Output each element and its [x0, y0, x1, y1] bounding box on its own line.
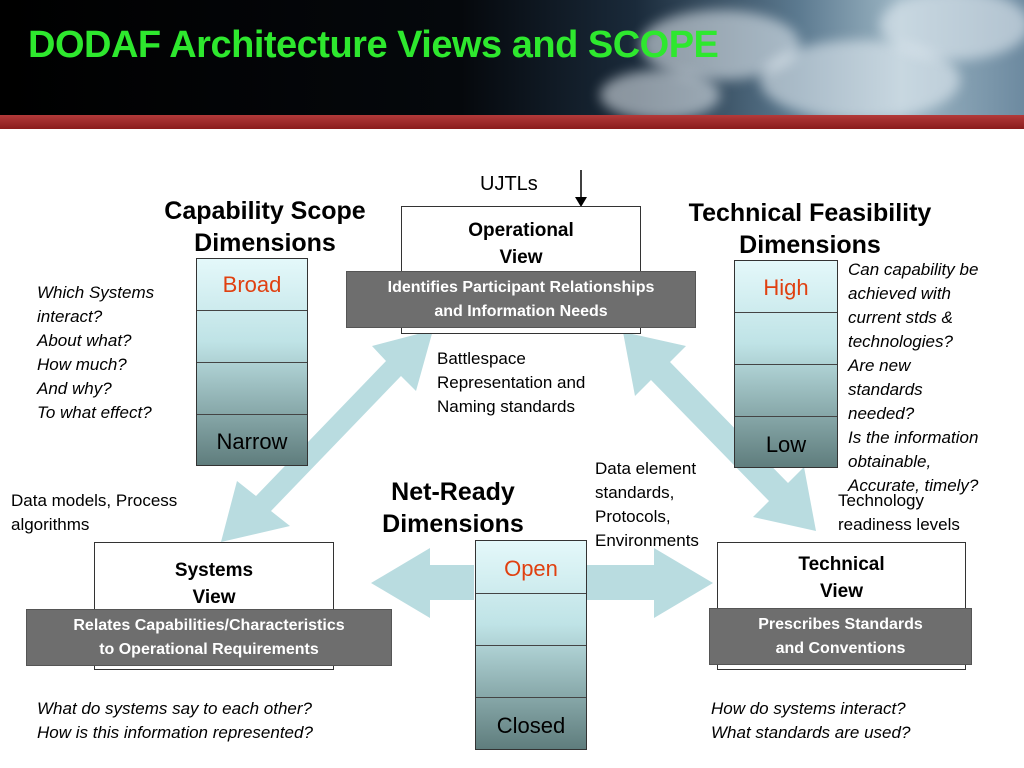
- capability-scope-heading: Capability Scope Dimensions: [130, 195, 400, 259]
- operational-banner-line: Identifies Participant Relationships: [387, 278, 655, 296]
- technical-feasibility-heading: Technical Feasibility Dimensions: [650, 197, 970, 261]
- question-line: interact?: [37, 307, 103, 326]
- earth-cloud: [600, 70, 720, 115]
- question-line: Can capability be: [848, 260, 979, 279]
- feasibility-heading-line: Technical Feasibility: [688, 199, 932, 227]
- scale-segment: [197, 310, 307, 362]
- feasibility-scale-bottom-label: Low: [765, 432, 807, 457]
- question-line: How do systems interact?: [711, 699, 906, 718]
- technical-banner-line: and Conventions: [775, 639, 906, 657]
- feasibility-questions: Can capability be achieved with current …: [848, 258, 978, 498]
- scale-segment: [476, 593, 586, 645]
- question-line: Which Systems: [37, 283, 155, 302]
- ujtls-label: UJTLs: [480, 173, 538, 195]
- net-ready-heading-line: Dimensions: [382, 510, 524, 538]
- technology-readiness-label: Technology readiness levels: [838, 489, 960, 537]
- scale-segment: [476, 645, 586, 697]
- capability-questions: Which Systems interact? About what? How …: [37, 281, 154, 425]
- question-line: To what effect?: [37, 403, 152, 422]
- arrow-label-line: Environments: [595, 531, 699, 550]
- scale-segment: [735, 312, 837, 364]
- scale-segment: [197, 362, 307, 414]
- question-line: What standards are used?: [711, 723, 911, 742]
- capability-heading-line: Dimensions: [194, 229, 336, 257]
- question-line: needed?: [848, 404, 915, 423]
- net-ready-scale-bottom-label: Closed: [496, 713, 566, 738]
- systems-banner-line: to Operational Requirements: [99, 640, 319, 658]
- arrow-label-line: algorithms: [11, 515, 90, 534]
- feasibility-heading-line: Dimensions: [739, 231, 881, 259]
- technical-view-questions: How do systems interact? What standards …: [711, 697, 910, 745]
- arrow-label-line: Data models, Process: [11, 491, 178, 510]
- capability-scope-scale: Broad Narrow: [196, 258, 308, 466]
- ov-sv-double-arrow: [221, 330, 433, 542]
- net-ready-scale-top-label: Open: [504, 556, 558, 581]
- systems-banner-line: Relates Capabilities/Characteristics: [73, 616, 345, 634]
- operational-view-title-line: Operational: [468, 220, 574, 241]
- scale-segment: [197, 414, 307, 465]
- question-line: How is this information represented?: [37, 723, 313, 742]
- arrow-label-line: Protocols,: [595, 507, 671, 526]
- sv-tv-double-arrow-right: [586, 548, 713, 618]
- question-line: current stds &: [848, 308, 953, 327]
- question-line: What do systems say to each other?: [37, 699, 312, 718]
- systems-view-title-line: Systems: [174, 560, 254, 581]
- sv-tv-arrow-label: Data element standards, Protocols, Envir…: [595, 457, 699, 553]
- technical-view-title-line: Technical: [798, 554, 885, 575]
- question-line: standards: [848, 380, 923, 399]
- arrow-label-line: Representation and: [437, 373, 586, 392]
- net-ready-heading: Net-Ready Dimensions: [348, 476, 558, 540]
- earth-cloud: [880, 0, 1024, 60]
- question-line: About what?: [37, 331, 132, 350]
- systems-view-title: Systems View: [95, 557, 333, 611]
- question-line: Is the information: [848, 428, 979, 447]
- arrow-label-line: Technology: [838, 491, 925, 510]
- question-line: technologies?: [848, 332, 953, 351]
- scale-segment: [476, 697, 586, 749]
- operational-view-title: Operational View: [402, 217, 640, 271]
- technical-view-title-line: View: [820, 581, 863, 602]
- technical-view-title: Technical View: [718, 551, 965, 605]
- arrow-label-line: Naming standards: [437, 397, 575, 416]
- ov-tv-double-arrow: [623, 332, 816, 531]
- arrow-label-line: Data element: [595, 459, 697, 478]
- net-ready-heading-line: Net-Ready: [391, 478, 515, 506]
- net-ready-scale: Open Closed: [475, 540, 587, 750]
- arrow-label-line: standards,: [595, 483, 675, 502]
- arrow-label-line: Battlespace: [437, 349, 526, 368]
- capability-scale-top-label: Broad: [222, 272, 282, 297]
- question-line: Accurate, timely?: [848, 476, 979, 495]
- operational-view-banner: Identifies Participant Relationships and…: [346, 271, 696, 328]
- ujtls-arrowhead-icon: [575, 197, 587, 207]
- header-banner: [0, 0, 1024, 115]
- question-line: How much?: [37, 355, 127, 374]
- technical-view-banner: Prescribes Standards and Conventions: [709, 608, 972, 665]
- scale-segment: [735, 364, 837, 416]
- operational-view-title-line: View: [499, 247, 543, 268]
- arrow-label-line: readiness levels: [838, 515, 960, 534]
- scale-segment: [735, 416, 837, 467]
- systems-view-banner: Relates Capabilities/Characteristics to …: [26, 609, 392, 666]
- sv-tv-double-arrow: [371, 548, 474, 618]
- technical-banner-line: Prescribes Standards: [758, 615, 923, 633]
- capability-scale-bottom-label: Narrow: [216, 429, 288, 454]
- operational-banner-line: and Information Needs: [434, 302, 608, 320]
- ov-tv-arrow-label: Battlespace Representation and Naming st…: [437, 347, 585, 419]
- page-title: DODAF Architecture Views and SCOPE: [28, 24, 719, 66]
- ov-sv-arrow-label: Data models, Process algorithms: [11, 489, 177, 537]
- systems-view-questions: What do systems say to each other? How i…: [37, 697, 313, 745]
- question-line: achieved with: [848, 284, 952, 303]
- capability-heading-line: Capability Scope: [164, 197, 366, 225]
- technical-feasibility-scale: High Low: [734, 260, 838, 468]
- question-line: Are new: [848, 356, 911, 375]
- question-line: And why?: [37, 379, 112, 398]
- systems-view-title-line: View: [192, 587, 236, 608]
- header-red-bar: [0, 115, 1024, 129]
- question-line: obtainable,: [848, 452, 932, 471]
- feasibility-scale-top-label: High: [763, 275, 809, 300]
